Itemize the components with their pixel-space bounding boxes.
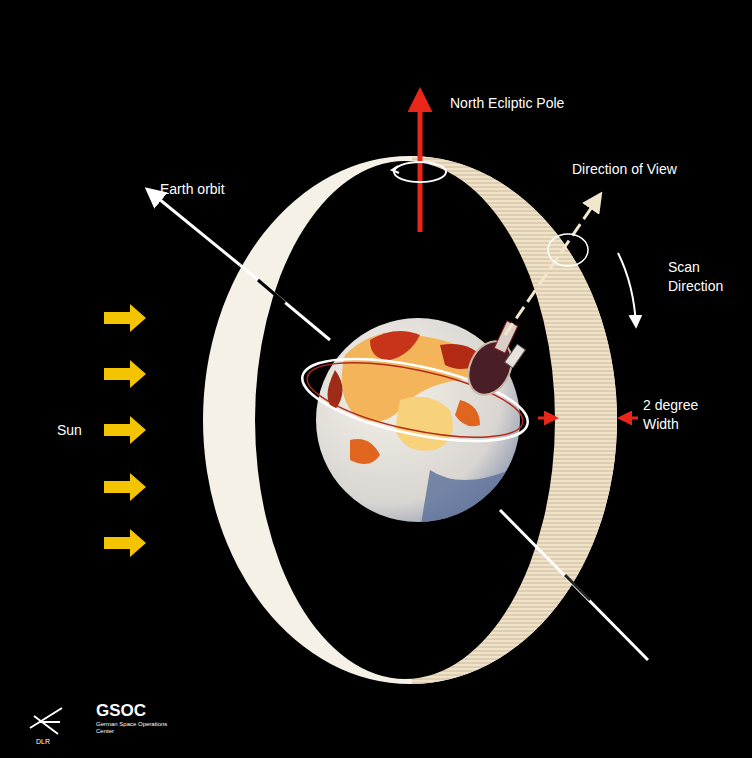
view-arrow [505, 195, 600, 335]
view-label: Direction of View [572, 160, 677, 179]
width-label: 2 degree Width [643, 396, 709, 434]
logo-text: DLR [36, 738, 50, 746]
axis-gap [565, 575, 590, 600]
scan-label: Scan Direction [668, 258, 738, 296]
width-arrow [620, 417, 638, 420]
sun-rays [104, 304, 146, 557]
scan-arrow [618, 253, 636, 326]
scan-ring [203, 156, 617, 684]
orbit-arrow [148, 190, 240, 265]
satellite [460, 321, 525, 402]
logo-subtitle: German Space Operations Center [96, 721, 180, 734]
dlr-logo [30, 708, 62, 734]
rotation-symbol [394, 162, 446, 182]
orbit-axis [240, 265, 330, 340]
view-footprint [548, 234, 588, 266]
axis-gap [258, 280, 285, 303]
earth [295, 311, 534, 530]
orbit-label: Earth orbit [160, 180, 225, 199]
width-arrow [538, 417, 556, 420]
logo-text: GSOC [96, 700, 146, 723]
sun-label: Sun [57, 421, 82, 440]
orbit-axis [500, 510, 648, 660]
pole-label: North Ecliptic Pole [450, 94, 564, 113]
